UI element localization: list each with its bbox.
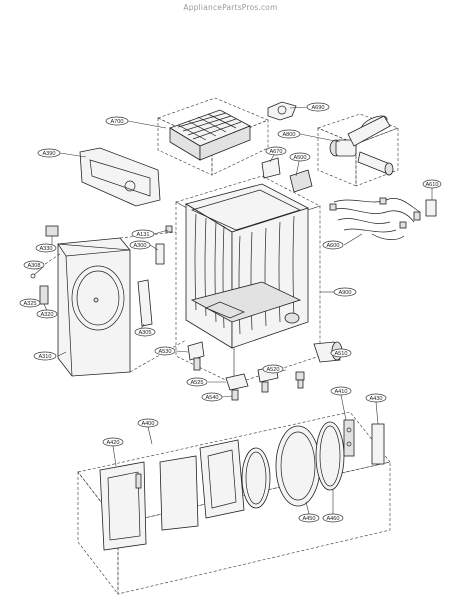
label-a525: A525 — [186, 377, 208, 387]
part-a690-shape — [267, 101, 297, 121]
svg-text:A325: A325 — [23, 301, 36, 307]
svg-text:A690: A690 — [311, 105, 324, 111]
svg-text:A308: A308 — [27, 263, 40, 269]
label-a450: A450 — [298, 513, 320, 523]
label-a430: A430 — [365, 393, 387, 403]
watermark: AppliancePartsPros.com — [183, 3, 278, 12]
label-a330: A330 — [35, 243, 57, 253]
svg-text:A700: A700 — [110, 119, 123, 125]
label-a690: A690 — [306, 102, 330, 112]
feet-group — [187, 341, 343, 401]
svg-text:A525: A525 — [190, 380, 203, 386]
svg-text:A320: A320 — [40, 312, 53, 318]
svg-text:A131: A131 — [136, 232, 149, 238]
svg-text:A610: A610 — [425, 182, 438, 188]
leader-lines — [33, 106, 433, 515]
label-a420: A420 — [102, 437, 124, 447]
svg-text:A800: A800 — [282, 132, 295, 138]
label-a530: A530 — [154, 346, 176, 356]
svg-text:A460: A460 — [326, 516, 339, 522]
svg-text:A670: A670 — [269, 149, 282, 155]
svg-text:A600: A600 — [326, 243, 339, 249]
label-a540: A540 — [201, 392, 223, 402]
label-a460: A460 — [322, 513, 344, 523]
cabinet-group — [175, 175, 321, 385]
label-a600: A600 — [322, 240, 344, 250]
label-a410: A410 — [330, 386, 352, 396]
label-a510: A510 — [330, 348, 352, 358]
label-a700: A700 — [105, 116, 129, 126]
svg-text:A305: A305 — [138, 330, 151, 336]
label-a310: A310 — [33, 351, 57, 361]
label-a610: A610 — [422, 179, 442, 189]
svg-text:A540: A540 — [205, 395, 218, 401]
label-a520: A520 — [262, 364, 284, 374]
svg-text:A420: A420 — [106, 440, 119, 446]
svg-text:A900: A900 — [338, 290, 351, 296]
label-a308: A308 — [23, 260, 45, 270]
label-a131: A131 — [131, 229, 155, 239]
door-group — [77, 411, 391, 595]
svg-text:A330: A330 — [39, 246, 52, 252]
svg-text:A510: A510 — [334, 351, 347, 357]
svg-text:A300: A300 — [133, 243, 146, 249]
svg-text:A310: A310 — [38, 354, 51, 360]
small-top-parts — [261, 157, 313, 193]
label-a900: A900 — [333, 287, 357, 297]
label-a325: A325 — [19, 298, 41, 308]
label-a500-top: A500 — [289, 152, 311, 162]
svg-text:A390: A390 — [42, 151, 55, 157]
label-a320: A320 — [36, 309, 58, 319]
svg-text:A410: A410 — [334, 389, 347, 395]
label-a800: A800 — [277, 129, 301, 139]
label-callouts: A700 A690 A800 A390 A670 A500 A610 A131 … — [19, 102, 442, 523]
svg-text:A450: A450 — [302, 516, 315, 522]
label-a670: A670 — [265, 146, 287, 156]
top-cover-group — [157, 97, 269, 176]
label-a300: A300 — [129, 240, 151, 250]
harness-group — [329, 197, 437, 240]
svg-text:A530: A530 — [158, 349, 171, 355]
svg-text:A430: A430 — [369, 396, 382, 402]
svg-text:A400: A400 — [141, 421, 154, 427]
label-a305: A305 — [134, 327, 156, 337]
label-a390: A390 — [37, 148, 61, 158]
part-a390-shape — [79, 147, 161, 207]
front-panel-group — [30, 231, 187, 377]
label-a400: A400 — [137, 418, 159, 428]
svg-text:A520: A520 — [266, 367, 279, 373]
svg-text:A500: A500 — [293, 155, 306, 161]
duct-group — [317, 113, 399, 187]
